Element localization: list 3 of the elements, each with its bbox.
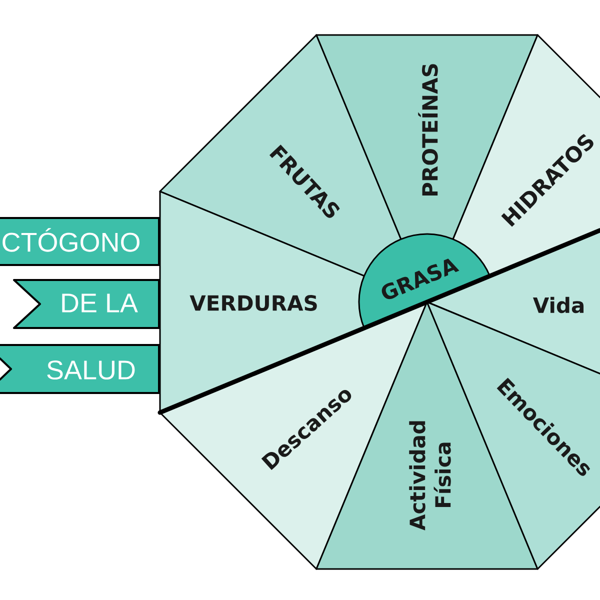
ribbon-banner: CTÓGONO bbox=[0, 217, 160, 266]
ribbon-banner: DE LA bbox=[13, 279, 160, 329]
ribbon-banner: SALUD bbox=[0, 344, 160, 394]
